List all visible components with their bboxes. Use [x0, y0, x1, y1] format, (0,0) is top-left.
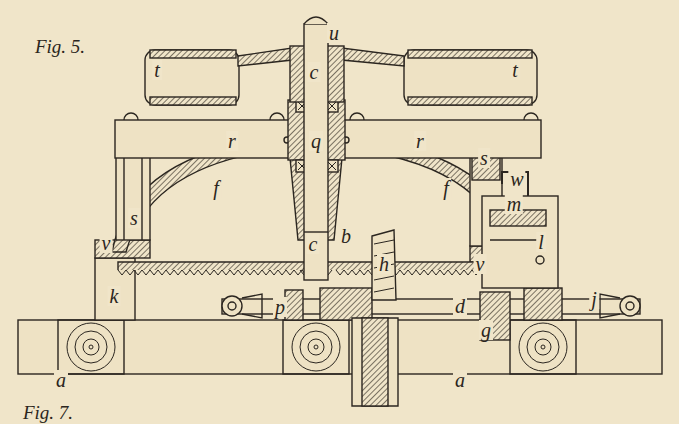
part-letter: c — [308, 62, 321, 82]
handwheel — [404, 50, 537, 105]
wood-grain — [75, 331, 107, 363]
part-letter: r — [226, 131, 238, 151]
part-letter: v — [100, 233, 113, 253]
part-letter: k — [108, 286, 121, 306]
part-letter: p — [273, 297, 287, 317]
handwheel — [150, 50, 236, 58]
part-letter: f — [441, 178, 451, 198]
wood-grain — [89, 345, 93, 349]
handwheel — [408, 50, 532, 58]
wood-grain — [535, 339, 551, 355]
part-letter: t — [510, 60, 520, 80]
part-letter: j — [589, 289, 599, 309]
part-letter: w — [508, 169, 525, 189]
gear-box — [536, 256, 544, 264]
part-letter: s — [478, 148, 490, 168]
wood-grain — [527, 331, 559, 363]
base-beam — [18, 320, 662, 374]
handwheel — [145, 46, 537, 105]
part-letter: h — [377, 254, 391, 274]
part-letter: b — [339, 226, 353, 246]
handwheel — [145, 50, 239, 105]
base-beam — [58, 320, 124, 374]
drive-shaft — [620, 296, 640, 316]
figure-caption: Fig. 7. — [21, 402, 75, 421]
column — [141, 157, 142, 240]
part-letter: v — [474, 254, 487, 274]
wood-grain — [67, 323, 115, 371]
part-letter: a — [54, 370, 68, 390]
handwheel — [150, 97, 236, 105]
part-letter: q — [309, 131, 323, 151]
part-letter: c — [307, 234, 320, 254]
drive-shaft — [222, 296, 242, 316]
bevel-gear — [352, 318, 398, 406]
part-letter: t — [152, 60, 162, 80]
bevel-gear — [374, 240, 394, 292]
wood-grain — [308, 339, 324, 355]
part-letter: s — [128, 208, 140, 228]
shaft — [304, 17, 328, 24]
handwheel — [408, 97, 532, 105]
part-letter: f — [211, 178, 221, 198]
part-letter: l — [536, 232, 546, 252]
drive-shaft — [222, 288, 640, 320]
bevel-gear — [362, 318, 388, 406]
part-letter: u — [327, 23, 341, 43]
drive-shaft — [320, 288, 372, 320]
part-letter: g — [479, 320, 493, 340]
shaft — [304, 17, 328, 280]
base-beam — [510, 320, 576, 374]
base-beam — [18, 320, 662, 374]
shaft — [304, 24, 328, 280]
drive-shaft — [524, 288, 562, 320]
part-letter: a — [453, 370, 467, 390]
bevel-gear — [372, 230, 396, 300]
cross-bar — [115, 120, 291, 158]
part-letter: d — [453, 296, 467, 316]
gear-box — [482, 172, 558, 288]
shaft — [304, 231, 328, 232]
collar — [480, 292, 510, 340]
cross-bar — [341, 120, 541, 158]
bevel-gear — [352, 230, 398, 406]
wood-grain — [519, 323, 567, 371]
figure-caption: Fig. 5. — [33, 37, 87, 56]
wood-grain — [300, 331, 332, 363]
machine-illustration — [18, 17, 662, 406]
drive-shaft — [228, 302, 236, 310]
column — [123, 157, 124, 240]
column — [116, 157, 150, 240]
wood-grain — [541, 345, 545, 349]
drive-shaft — [626, 302, 634, 310]
wood-grain — [83, 339, 99, 355]
base-beam — [283, 320, 349, 374]
wood-grain — [292, 323, 340, 371]
drive-shaft — [285, 290, 303, 320]
part-letter: m — [505, 194, 523, 214]
part-letter: r — [414, 131, 426, 151]
drive-shaft — [242, 294, 620, 318]
wood-grain — [314, 345, 318, 349]
